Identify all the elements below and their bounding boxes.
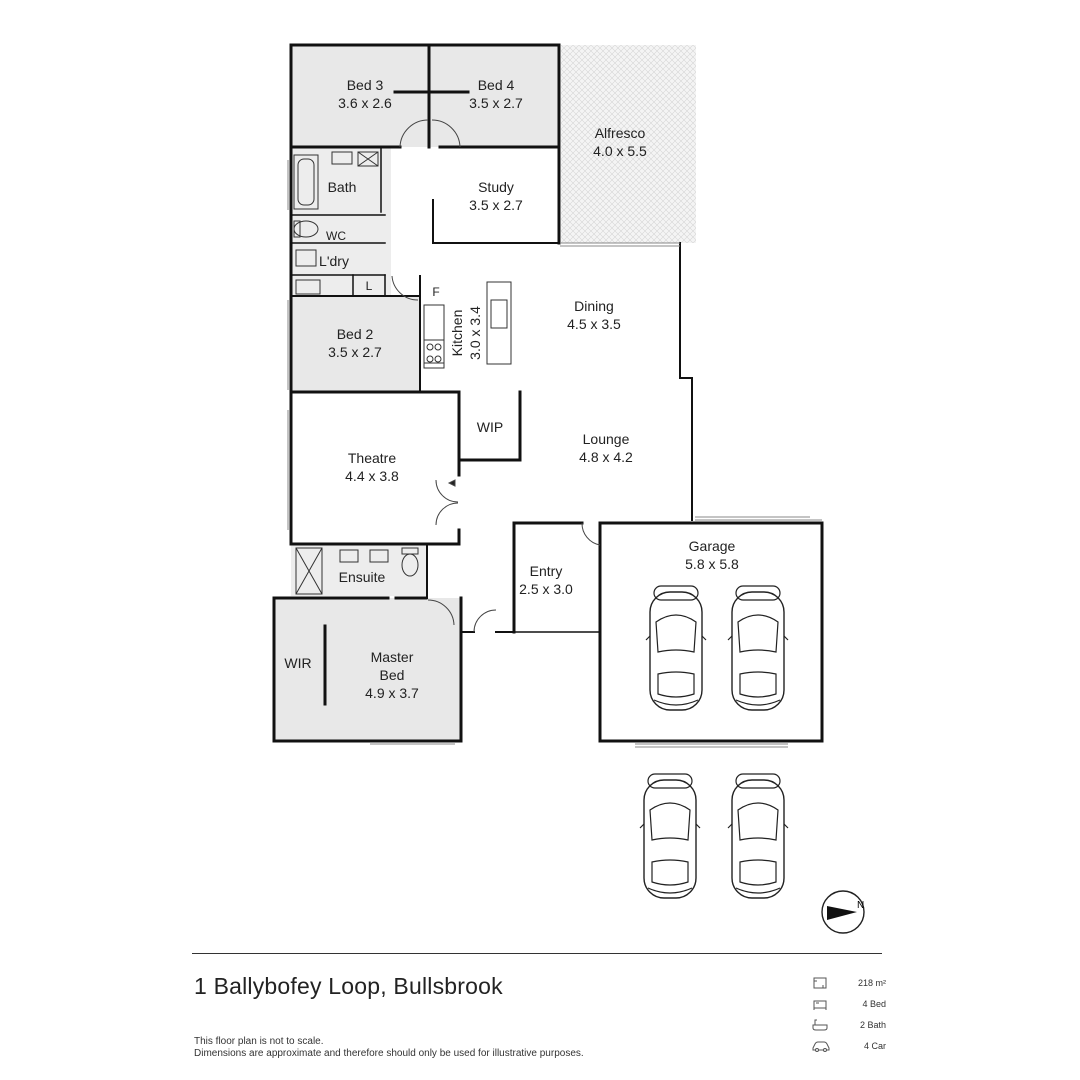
stat-area: 218 m² xyxy=(812,972,886,993)
wc-name: WC xyxy=(326,229,346,243)
property-stats: 218 m² 4 Bed 2 Bath 4 Car xyxy=(812,972,886,1056)
bed3-size: 3.6 x 2.6 xyxy=(338,95,392,111)
window-lines xyxy=(287,160,822,748)
lounge-size: 4.8 x 4.2 xyxy=(579,449,633,465)
kitchen-size: 3.0 x 3.4 xyxy=(467,306,483,360)
door-swings xyxy=(391,119,601,633)
master-size: 4.9 x 3.7 xyxy=(365,685,419,701)
linen-name: L xyxy=(366,279,373,293)
dining-size: 4.5 x 3.5 xyxy=(567,316,621,332)
bed3-name: Bed 3 xyxy=(347,77,384,93)
stat-cars: 4 Car xyxy=(812,1035,886,1056)
floor-area-icon xyxy=(813,977,827,988)
garage-name: Garage xyxy=(689,538,736,554)
bed-icon xyxy=(813,1000,827,1010)
walls xyxy=(272,43,824,743)
entry-size: 2.5 x 3.0 xyxy=(519,581,573,597)
study-size: 3.5 x 2.7 xyxy=(469,197,523,213)
laundry-name: L'dry xyxy=(319,253,349,269)
room-fills xyxy=(274,45,696,741)
disclaimer-line-2: Dimensions are approximate and therefore… xyxy=(194,1048,584,1059)
property-address: 1 Ballybofey Loop, Bullsbrook xyxy=(194,973,503,999)
bath-icon xyxy=(812,1019,828,1030)
stat-beds: 4 Bed xyxy=(812,993,886,1014)
theatre-size: 4.4 x 3.8 xyxy=(345,468,399,484)
baths-value: 2 Bath xyxy=(859,1019,886,1030)
master-name-line2: Bed xyxy=(380,667,405,683)
car-icon xyxy=(812,1041,830,1052)
garage-size: 5.8 x 5.8 xyxy=(685,556,739,572)
cars-value: 4 Car xyxy=(863,1040,886,1051)
lounge-name: Lounge xyxy=(583,431,630,447)
dining-name: Dining xyxy=(574,298,614,314)
entry-name: Entry xyxy=(530,563,563,579)
theatre-name: Theatre xyxy=(348,450,396,466)
bath-name: Bath xyxy=(328,179,357,195)
disclaimer-line-1: This floor plan is not to scale. xyxy=(194,1036,324,1047)
bed4-size: 3.5 x 2.7 xyxy=(469,95,523,111)
area-value: 218 m² xyxy=(857,977,886,988)
disclaimer: This floor plan is not to scale. Dimensi… xyxy=(194,1036,584,1060)
room-labels: Bed 3 3.6 x 2.6 Bed 4 3.5 x 2.7 Alfresco… xyxy=(284,77,739,701)
bed4-name: Bed 4 xyxy=(478,77,515,93)
bath-fixtures xyxy=(293,151,512,595)
bed2-size: 3.5 x 2.7 xyxy=(328,344,382,360)
alfresco-name: Alfresco xyxy=(595,125,646,141)
kitchen-name: Kitchen xyxy=(449,310,465,357)
stat-baths: 2 Bath xyxy=(812,1014,886,1035)
floor-plan: N Bed 3 3.6 x 2.6 Bed 4 3.5 x 2.7 Alfres… xyxy=(272,43,865,934)
master-name: Master xyxy=(371,649,414,665)
beds-value: 4 Bed xyxy=(862,998,886,1009)
compass-label: N xyxy=(857,900,864,911)
wir-name: WIR xyxy=(284,655,311,671)
north-arrow-icon: N xyxy=(821,890,865,934)
ensuite-name: Ensuite xyxy=(339,569,386,585)
bed2-name: Bed 2 xyxy=(337,326,374,342)
study-name: Study xyxy=(478,179,514,195)
alfresco-size: 4.0 x 5.5 xyxy=(593,143,647,159)
fridge-name: F xyxy=(432,285,439,299)
footer-divider xyxy=(192,953,882,954)
wip-name: WIP xyxy=(477,419,503,435)
